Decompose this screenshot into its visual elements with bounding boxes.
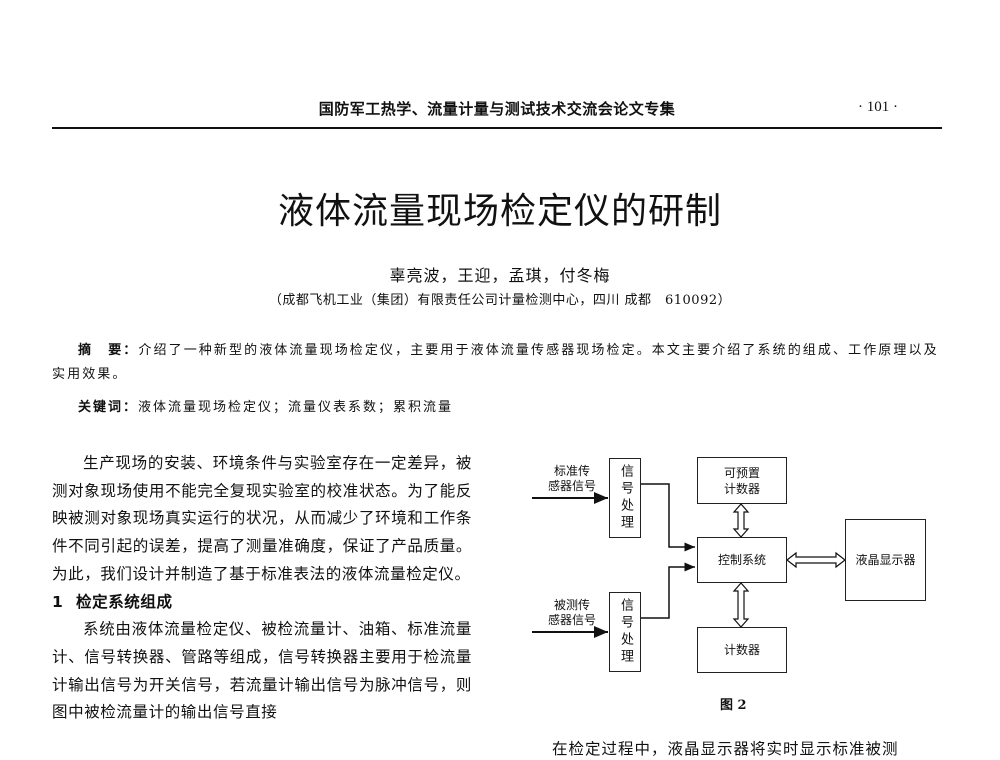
affiliation: （成都飞机工业（集团）有限责任公司计量检测中心，四川 成都 610092） [268, 293, 732, 308]
right-column-text: 在检定过程中，液晶显示器将实时显示标准被测 [552, 740, 899, 758]
counter-box: 计数器 [697, 627, 787, 673]
header-rule [52, 127, 942, 129]
input-label-standard-line2: 感器信号 [547, 479, 596, 493]
presettable-counter-line1: 可预置 [723, 465, 760, 480]
page-number: · 101 · [858, 99, 898, 115]
running-header-title: 国防军工热学、流量计量与测试技术交流会论文专集 [318, 100, 676, 118]
input-label-tested-line2: 感器信号 [547, 613, 596, 627]
keywords-text: 液体流量现场检定仪；流量仪表系数；累积流量 [138, 400, 454, 415]
section-paragraph: 系统由液体流量检定仪、被检流量计、油箱、标准流量计、信号转换器、管路等组成，信号… [52, 620, 472, 722]
presettable-counter-line2: 计数器 [723, 481, 760, 496]
section-title: 检定系统组成 [76, 592, 173, 611]
presettable-counter-box: 可预置 计数器 [697, 457, 787, 504]
lcd-display-box: 液晶显示器 [845, 519, 926, 601]
keywords: 关键词：液体流量现场检定仪；流量仪表系数；累积流量 [78, 396, 453, 415]
signal-processing-box-1: 信号处理 [609, 458, 641, 538]
input-label-standard-line1: 标准传 [553, 464, 590, 478]
diagram-connectors [532, 483, 846, 638]
section-heading: 1 检定系统组成 [52, 589, 472, 617]
input-label-tested-line1: 被测传 [553, 598, 590, 612]
authors: 辜亮波，王迎，孟琪，付冬梅 [389, 266, 611, 285]
keywords-label: 关键词： [78, 400, 139, 415]
control-system-box: 控制系统 [697, 537, 787, 583]
left-column: 生产现场的安装、环境条件与实验室存在一定差异，被测对象现场使用不能完全复现实验室… [52, 450, 472, 727]
input-label-standard-sensor: 标准传 感器信号 [542, 464, 602, 494]
signal-processing-box-2: 信号处理 [609, 592, 641, 672]
abstract-label: 摘 要： [78, 343, 139, 358]
input-label-tested-sensor: 被测传 感器信号 [542, 598, 602, 628]
intro-paragraph: 生产现场的安装、环境条件与实验室存在一定差异，被测对象现场使用不能完全复现实验室… [52, 454, 472, 583]
abstract-text: 介绍了一种新型的液体流量现场检定仪，主要用于液体流量传感器现场检定。本文主要介绍… [52, 343, 939, 382]
article-title: 液体流量现场检定仪的研制 [277, 191, 722, 232]
abstract: 摘 要：介绍了一种新型的液体流量现场检定仪，主要用于液体流量传感器现场检定。本文… [52, 339, 944, 387]
section-number: 1 [52, 592, 64, 611]
figure-caption: 图 2 [720, 698, 747, 713]
figure-2-block-diagram: 标准传 感器信号 被测传 感器信号 信号处理 信号处理 可预置 计数器 控制系统… [520, 440, 990, 713]
